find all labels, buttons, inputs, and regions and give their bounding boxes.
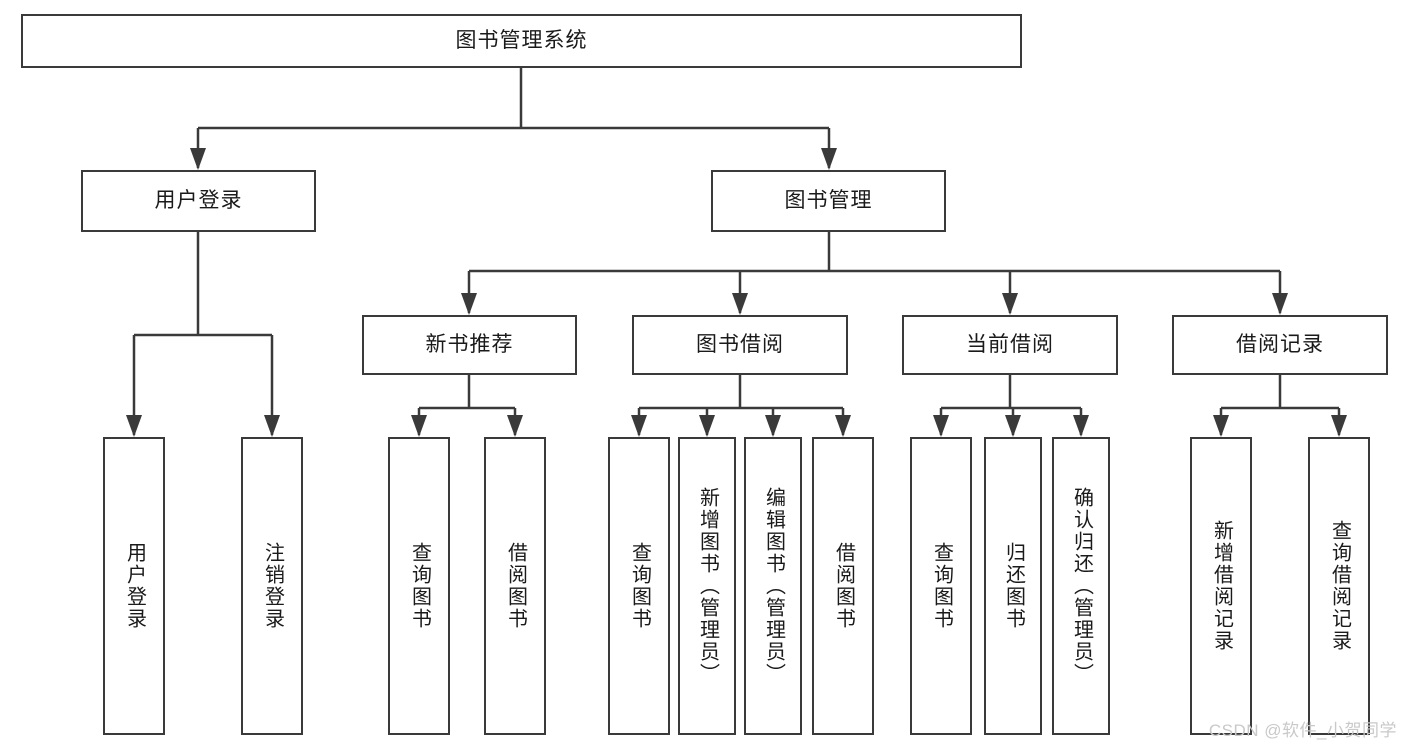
node-label-vertical: 借阅图书 — [832, 542, 855, 630]
node-label-vertical: 用户登录 — [123, 542, 146, 630]
node-leaf-query-book-1[interactable]: 查询图书 — [388, 437, 450, 735]
node-label-vertical: 注销登录 — [261, 542, 284, 630]
arrow-head-icon — [1331, 415, 1347, 437]
arrow-head-icon — [631, 415, 647, 437]
node-user-login[interactable]: 用户登录 — [81, 170, 316, 232]
node-leaf-confirm-return[interactable]: 确认归还（管理员） — [1052, 437, 1110, 735]
node-label-vertical: 查询图书 — [930, 542, 953, 630]
node-leaf-query-book-3[interactable]: 查询图书 — [910, 437, 972, 735]
node-label-vertical: 查询借阅记录 — [1328, 520, 1351, 652]
arrow-head-icon — [411, 415, 427, 437]
node-leaf-add-record[interactable]: 新增借阅记录 — [1190, 437, 1252, 735]
arrow-head-icon — [461, 293, 477, 315]
arrow-head-icon — [264, 415, 280, 437]
arrow-head-icon — [1213, 415, 1229, 437]
node-label: 图书管理 — [784, 189, 873, 213]
node-label-vertical: 新增图书（管理员） — [696, 487, 719, 685]
node-label: 图书借阅 — [696, 333, 784, 357]
node-label: 当前借阅 — [966, 333, 1054, 357]
watermark: CSDN @软件_小贺同学 — [1208, 721, 1397, 740]
arrow-head-icon — [765, 415, 781, 437]
node-borrow-record[interactable]: 借阅记录 — [1172, 315, 1388, 375]
arrow-head-icon — [190, 148, 206, 170]
node-leaf-add-book[interactable]: 新增图书（管理员） — [678, 437, 736, 735]
node-label-vertical: 编辑图书（管理员） — [762, 487, 785, 685]
node-label-vertical: 归还图书 — [1002, 542, 1025, 630]
node-leaf-borrow-book-2[interactable]: 借阅图书 — [812, 437, 874, 735]
arrow-head-icon — [699, 415, 715, 437]
arrow-head-icon — [1005, 415, 1021, 437]
node-current-borrow[interactable]: 当前借阅 — [902, 315, 1118, 375]
node-leaf-edit-book[interactable]: 编辑图书（管理员） — [744, 437, 802, 735]
arrow-head-icon — [1272, 293, 1288, 315]
node-leaf-query-record[interactable]: 查询借阅记录 — [1308, 437, 1370, 735]
arrow-head-icon — [821, 148, 837, 170]
node-label: 借阅记录 — [1236, 333, 1324, 357]
node-label-vertical: 查询图书 — [408, 542, 431, 630]
node-label-vertical: 确认归还（管理员） — [1070, 487, 1093, 685]
node-label: 新书推荐 — [425, 333, 514, 357]
node-new-book-rec[interactable]: 新书推荐 — [362, 315, 577, 375]
node-label-vertical: 查询图书 — [628, 542, 651, 630]
node-leaf-user-logout[interactable]: 注销登录 — [241, 437, 303, 735]
node-book-borrow[interactable]: 图书借阅 — [632, 315, 848, 375]
node-label-vertical: 借阅图书 — [504, 542, 527, 630]
arrow-head-icon — [933, 415, 949, 437]
node-label: 用户登录 — [154, 189, 243, 213]
node-leaf-user-login[interactable]: 用户登录 — [103, 437, 165, 735]
arrow-head-icon — [1002, 293, 1018, 315]
arrow-head-icon — [732, 293, 748, 315]
arrow-head-icon — [126, 415, 142, 437]
node-leaf-borrow-book-1[interactable]: 借阅图书 — [484, 437, 546, 735]
arrow-head-icon — [1073, 415, 1089, 437]
arrow-head-icon — [507, 415, 523, 437]
node-book-manage[interactable]: 图书管理 — [711, 170, 946, 232]
node-label: 图书管理系统 — [455, 29, 588, 53]
node-title[interactable]: 图书管理系统 — [21, 14, 1022, 68]
arrow-head-icon — [835, 415, 851, 437]
node-label-vertical: 新增借阅记录 — [1210, 520, 1233, 652]
node-leaf-return-book[interactable]: 归还图书 — [984, 437, 1042, 735]
node-leaf-query-book-2[interactable]: 查询图书 — [608, 437, 670, 735]
